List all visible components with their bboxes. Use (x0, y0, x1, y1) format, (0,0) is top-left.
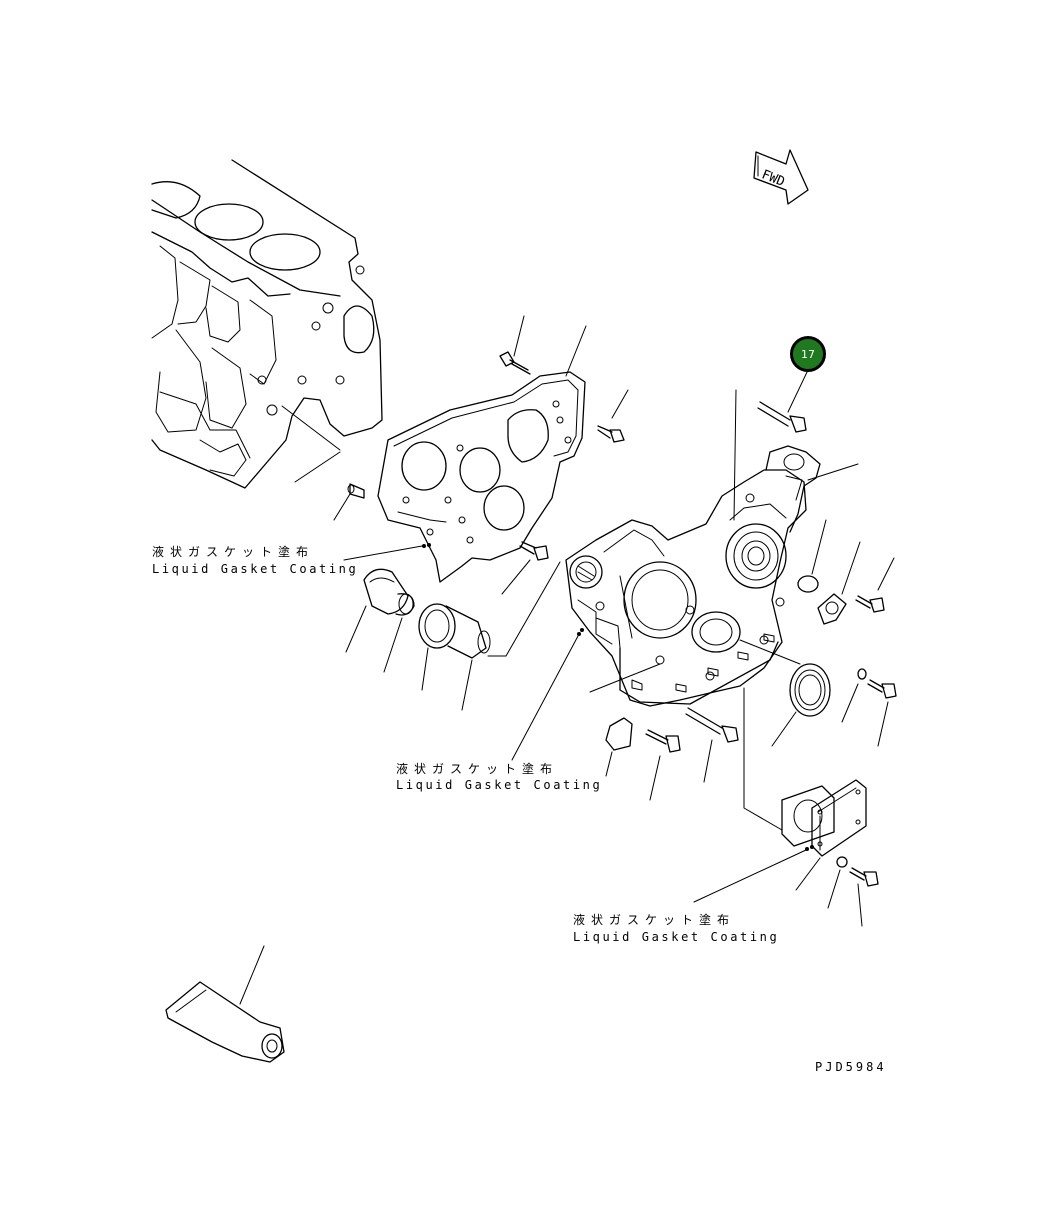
bolt-right-a (855, 557, 895, 613)
plate-bolt-right (597, 389, 629, 443)
stopper (589, 663, 661, 777)
washer-bottom (827, 856, 848, 909)
callout-2-en: Liquid Gasket Coating (396, 778, 603, 792)
bolt-bottom-a (645, 729, 681, 801)
callout-1-en: Liquid Gasket Coating (152, 562, 359, 576)
gasket-leader-3 (693, 849, 807, 903)
gasket-leader-1 (343, 545, 423, 561)
cover-plate (795, 779, 867, 891)
front-plate (377, 371, 586, 583)
callout-3-jp: 液状ガスケット塗布 (573, 913, 736, 927)
bolt-bottom-b (685, 707, 739, 783)
plate-bolt-lower (501, 541, 549, 595)
drawing-code: PJD5984 (815, 1060, 887, 1074)
callout-3-en: Liquid Gasket Coating (573, 930, 780, 944)
part-number-badge[interactable]: 17 (790, 336, 826, 372)
gasket-leader-2 (511, 635, 579, 761)
cylinder-block (151, 159, 383, 489)
bolt-right-b (867, 679, 897, 747)
seal-b (418, 561, 561, 711)
gasket-tube (165, 945, 285, 1063)
gasket-marker-2 (577, 628, 584, 636)
plate-bolt-top (499, 315, 531, 375)
gasket-marker-3 (805, 845, 814, 851)
front-cover (565, 469, 807, 707)
seal-a (345, 568, 415, 673)
dowel-pin (333, 483, 365, 521)
callout-1-jp: 液状ガスケット塗布 (152, 545, 315, 559)
callout-2-jp: 液状ガスケット塗布 (396, 762, 559, 776)
plug (797, 519, 827, 593)
fwd-direction-sign: FWD (753, 149, 809, 205)
oil-seal (739, 639, 831, 747)
fwd-direction-text: FWD (759, 167, 787, 190)
gasket-marker-1 (422, 543, 431, 548)
cover-gasket (743, 687, 835, 847)
alternator-bracket (765, 445, 859, 533)
bolt-17 (733, 369, 809, 521)
washer-right (841, 668, 867, 723)
leader-plate (565, 325, 587, 377)
bolt-bottom-c (849, 867, 879, 927)
small-plate (817, 541, 861, 625)
